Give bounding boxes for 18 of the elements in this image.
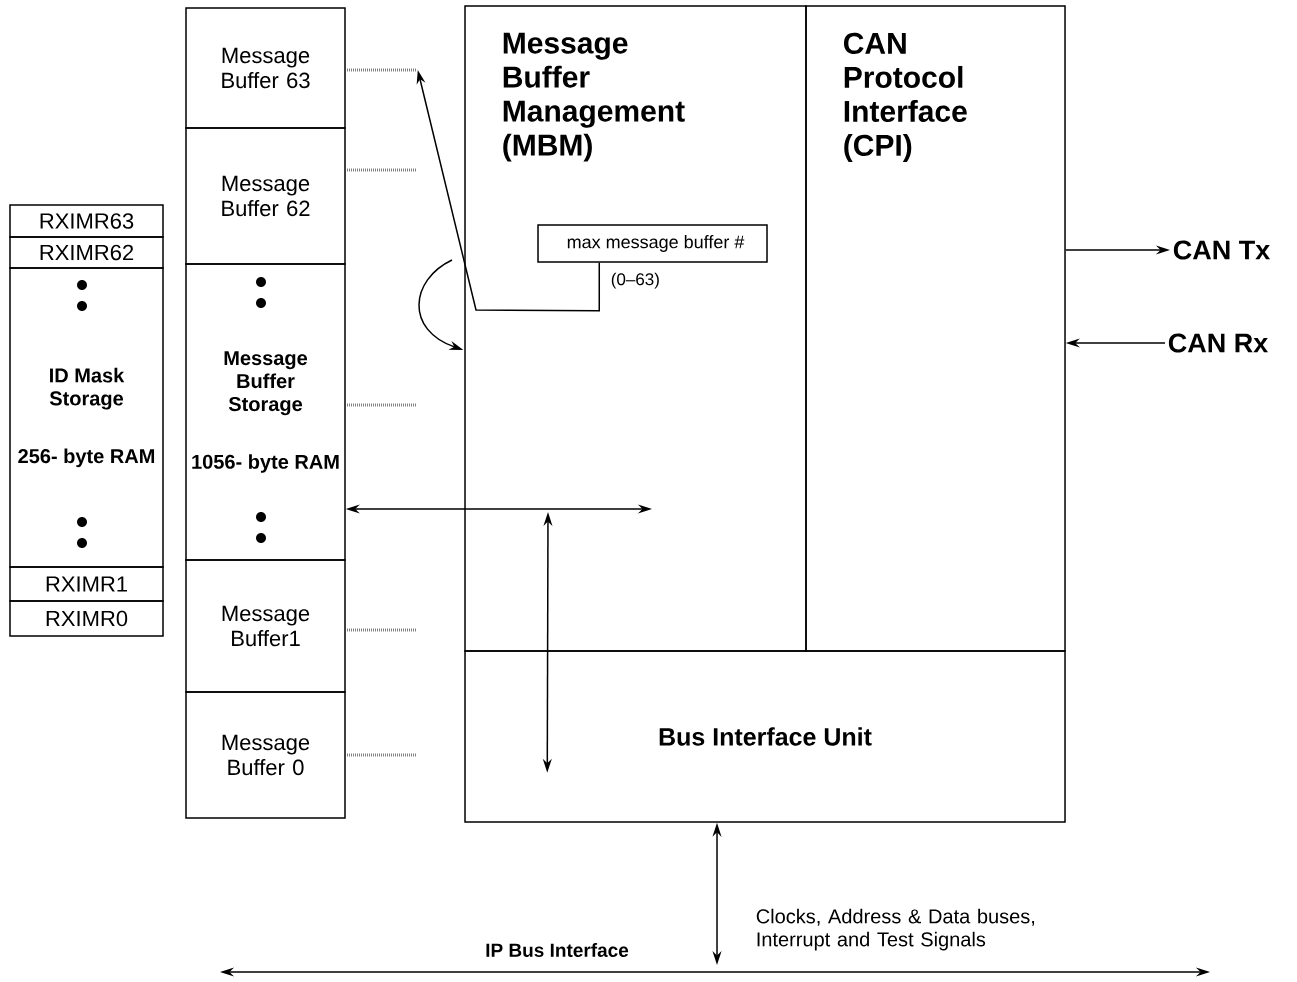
edge-label: Clocks, Address & Data buses, Interrupt and Test Signals [756,908,1035,951]
memory-cell: Message Buffer 0 [185,691,346,819]
memory-cell: Message Buffer 63 [185,7,346,129]
memory-section: ID Mask Storage 256- byte RAM [9,267,164,568]
memory-cell: RXIMR0 [9,600,164,637]
node-label: (0–63) [611,272,659,289]
bus-label: IP Bus Interface [486,943,629,957]
memory-cell: Message Buffer1 [185,559,346,693]
memory-cell: RXIMR1 [9,566,164,602]
signal-label: CAN Tx [1173,240,1271,260]
memory-cell: Message Buffer 62 [185,127,346,265]
module-block: CAN Protocol Interface (CPI) [805,5,1066,652]
register-box: max message buffer # (0–63) [537,224,768,289]
memory-cell: RXIMR62 [9,236,164,269]
signal-label: CAN Rx [1168,333,1269,353]
memory-cell: Bus Interface Unit [464,650,1066,823]
memory-cell: RXIMR63 [9,204,164,238]
memory-section: Message Buffer Storage 1056- byte RAM [185,263,346,561]
